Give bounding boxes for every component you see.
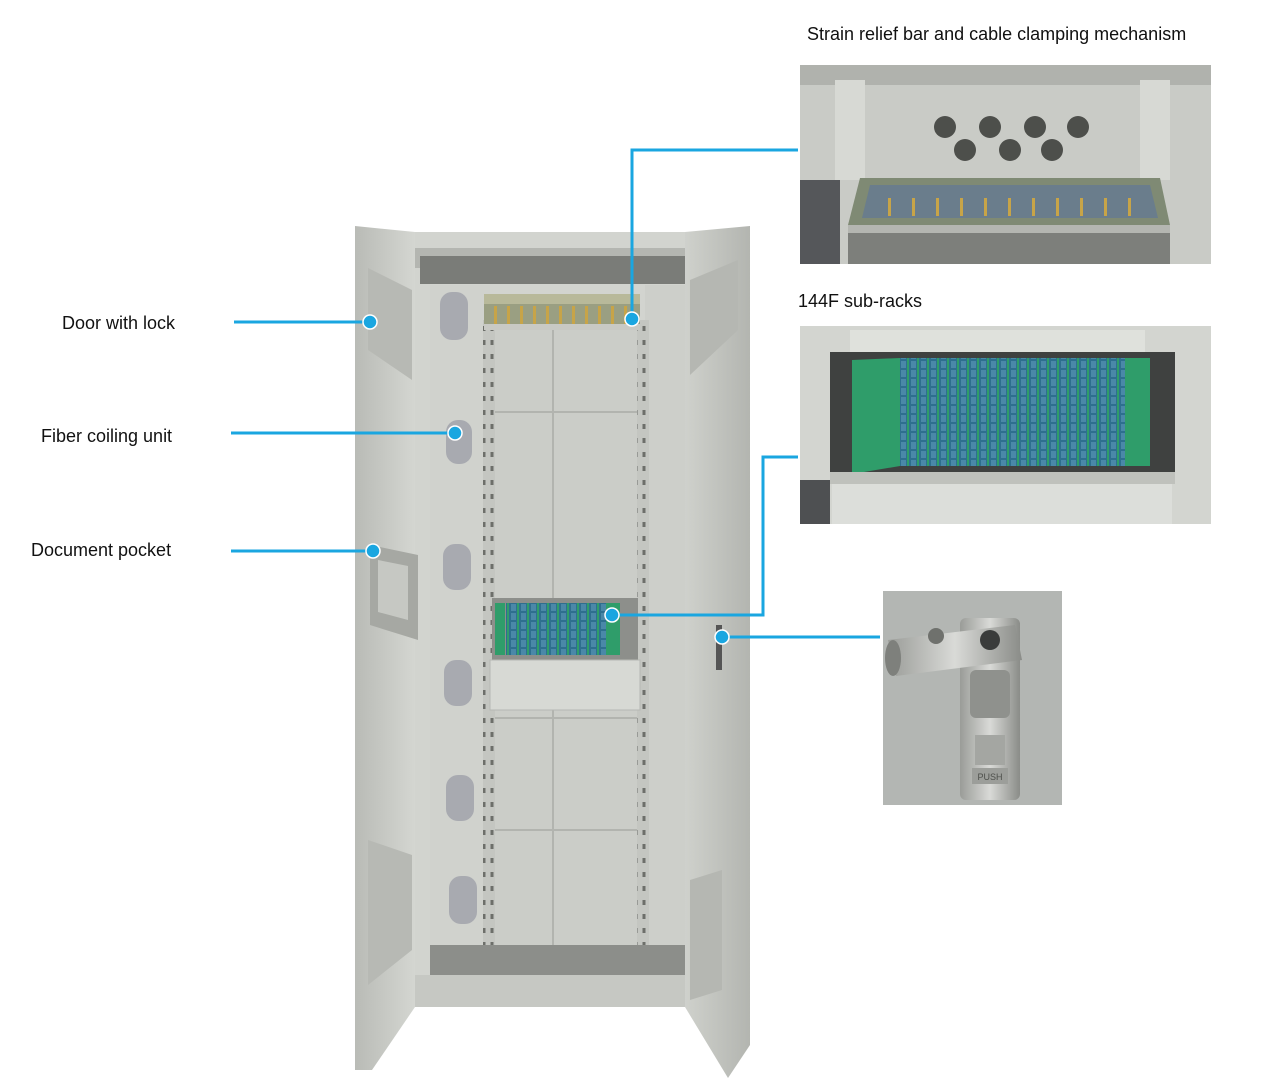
leader-lines: [231, 148, 880, 639]
dot-sub-racks: [604, 607, 620, 623]
photo-strain-relief: [800, 65, 1211, 264]
document-pocket: [370, 545, 418, 640]
cabinet: [355, 226, 750, 1078]
leader-strain-relief: [630, 148, 798, 319]
spool: [440, 292, 468, 340]
dot-document: [365, 543, 381, 559]
callout-sub-racks: 144F sub-racks: [798, 291, 923, 311]
strain-relief-bar: [484, 294, 640, 330]
callout-door-with-lock: Door with lock: [62, 313, 176, 333]
lock-push-label: PUSH: [977, 772, 1002, 782]
photo-sub-racks: [800, 326, 1211, 524]
spool: [443, 544, 471, 590]
dot-coiling: [447, 425, 463, 441]
dot-strain-relief: [624, 311, 640, 327]
dot-lock: [714, 629, 730, 645]
right-door: [685, 226, 750, 1078]
dot-door: [362, 314, 378, 330]
spool: [446, 775, 474, 821]
spool: [449, 876, 477, 924]
callout-strain-relief: Strain relief bar and cable clamping mec…: [807, 24, 1187, 44]
callout-fiber-coiling-unit: Fiber coiling unit: [41, 426, 173, 446]
photo-lock: PUSH: [883, 591, 1062, 805]
leader-sub-racks: [612, 455, 798, 617]
leader-dots: [362, 311, 730, 645]
fiber-coiling-spools: [440, 292, 477, 924]
callout-document-pocket: Document pocket: [31, 540, 172, 560]
rack-post-right: [637, 320, 649, 945]
spool: [444, 660, 472, 706]
left-door: [355, 226, 418, 1070]
rack-post-left: [483, 320, 495, 945]
